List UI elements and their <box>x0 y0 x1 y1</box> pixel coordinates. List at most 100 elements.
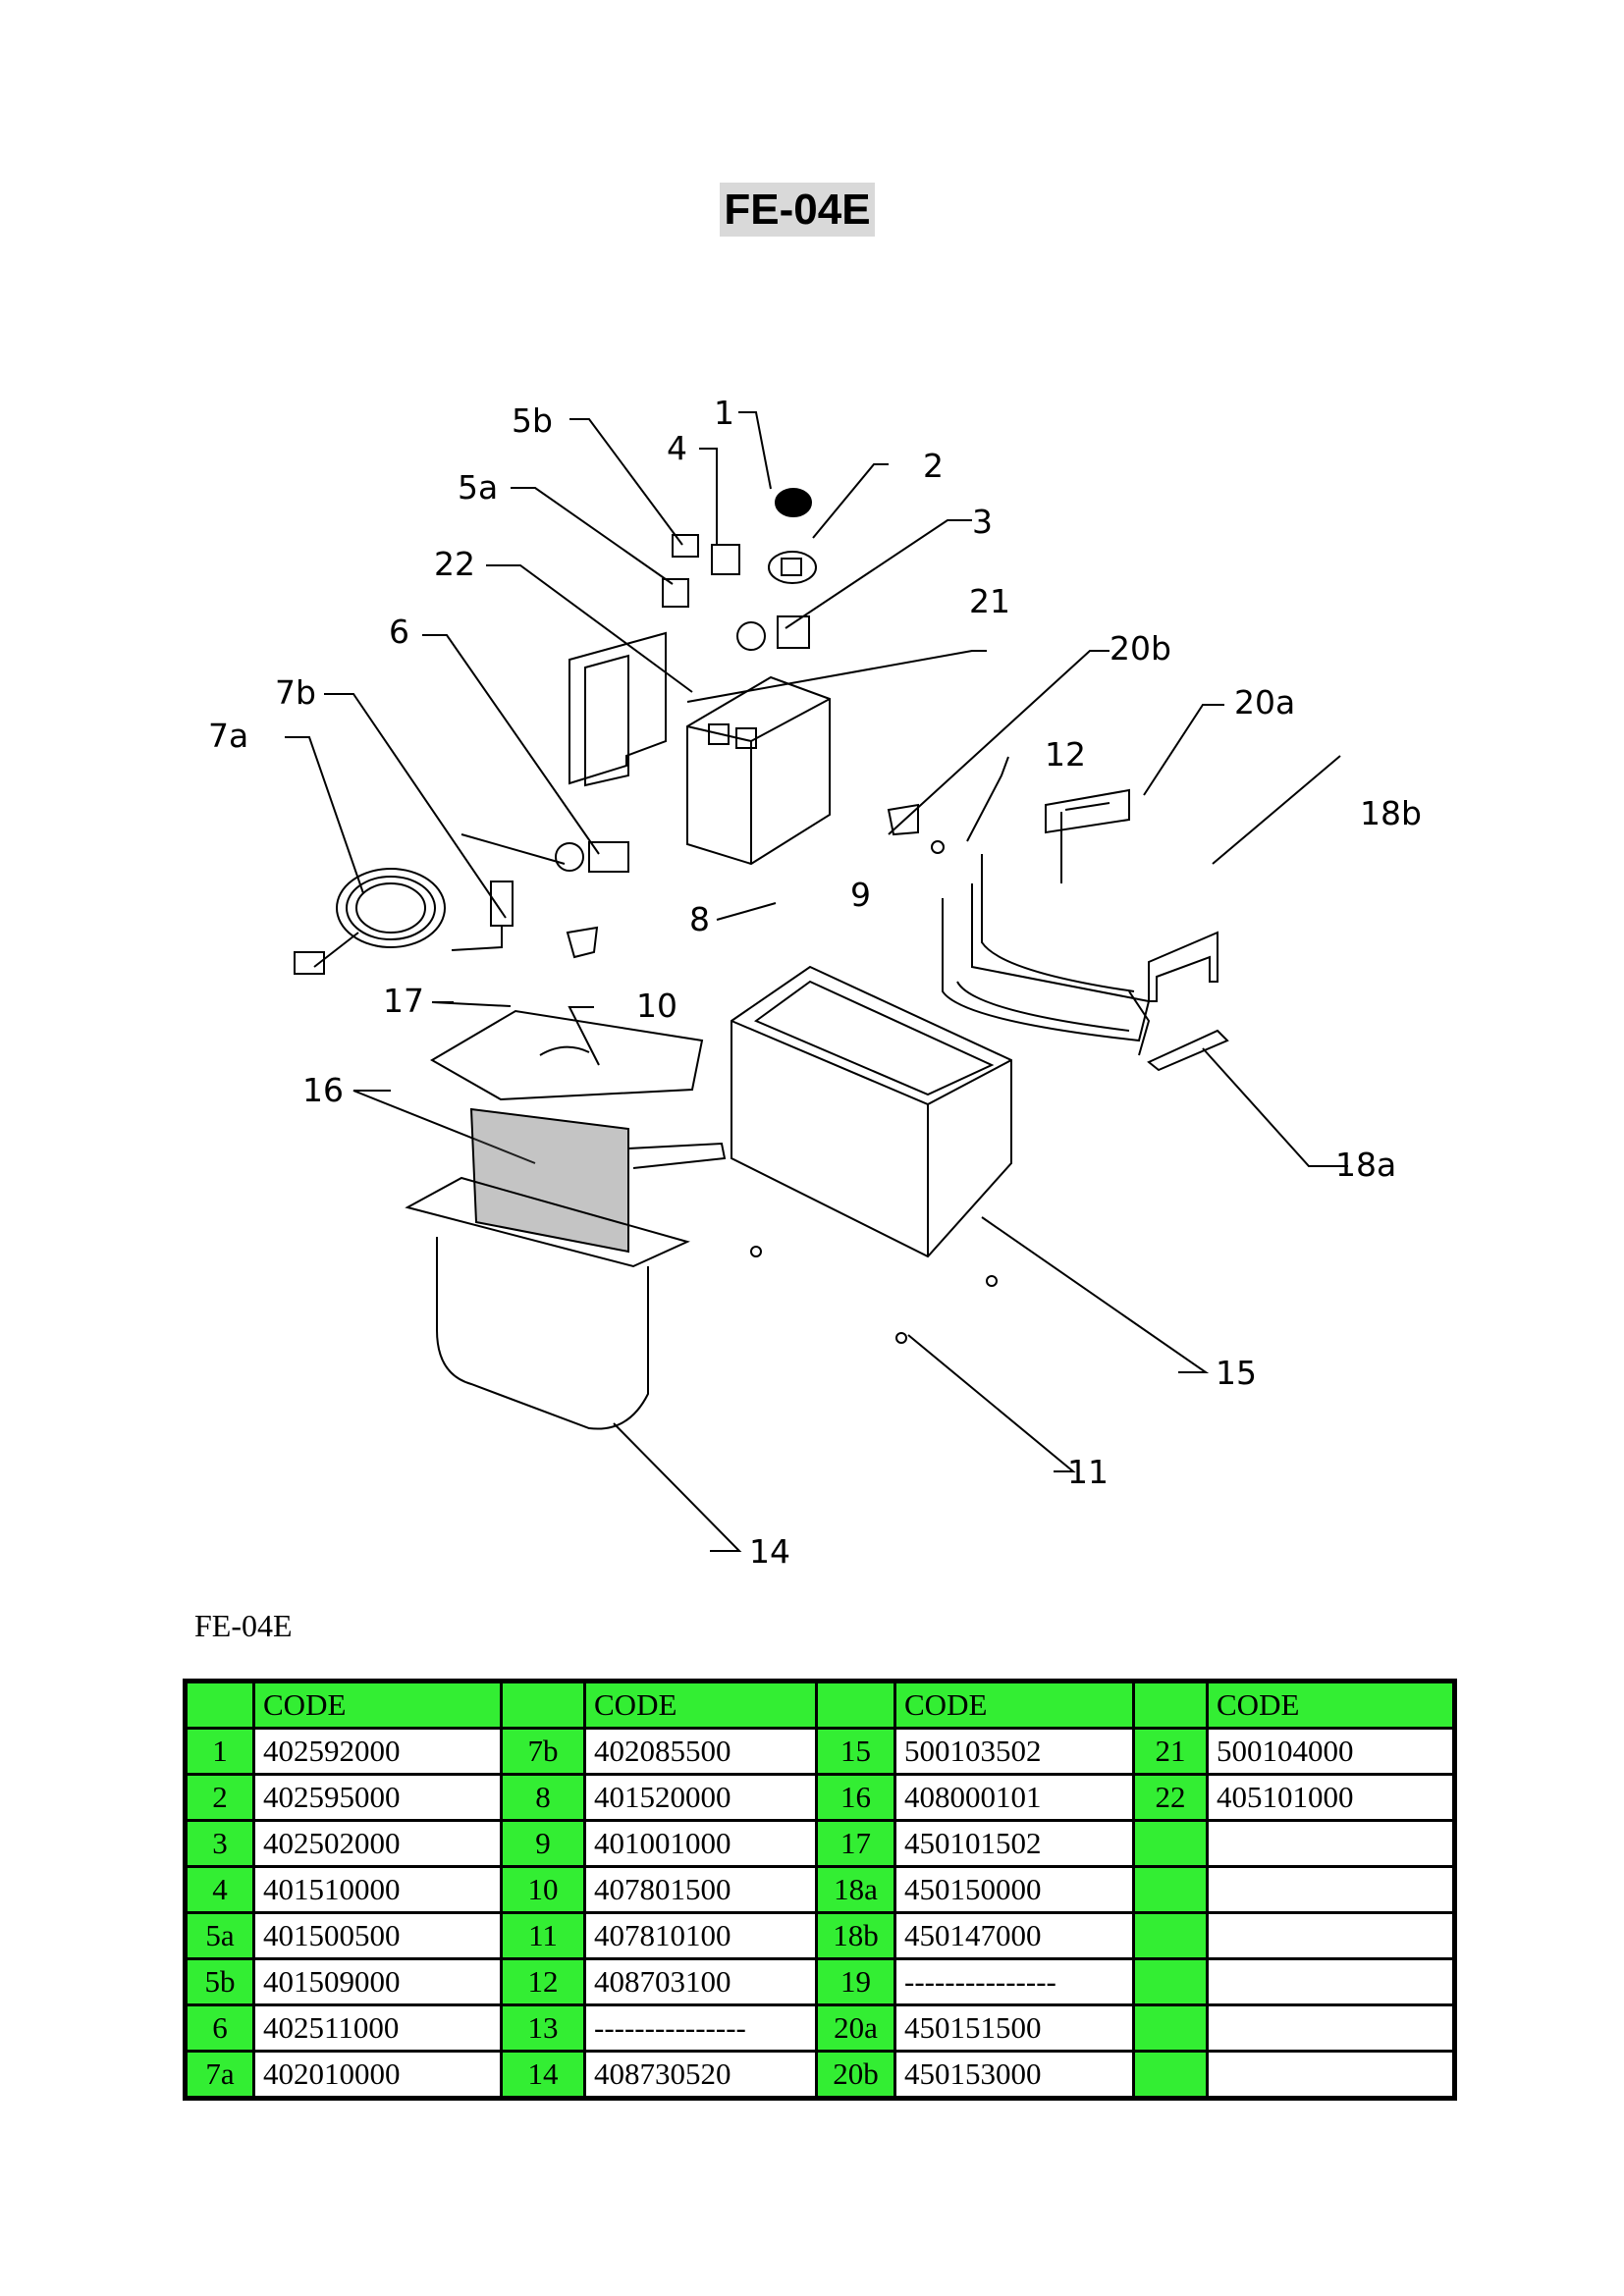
callout-label: 14 <box>749 1532 790 1571</box>
part-code-cell <box>1206 2050 1456 2100</box>
part-number-cell: 3 <box>184 1819 255 1868</box>
part-number-cell <box>1132 1957 1209 2006</box>
part-number-cell: 12 <box>500 1957 586 2006</box>
part-code-cell <box>1206 1819 1456 1868</box>
part-number-cell: 10 <box>500 1865 586 1914</box>
part-code-cell: --------------- <box>893 1957 1135 2006</box>
part-number-cell: 7b <box>500 1727 586 1776</box>
part-code-cell: 500103502 <box>893 1727 1135 1776</box>
callout-label: 9 <box>850 876 871 914</box>
header-num-cell <box>1132 1680 1209 1730</box>
callout-label: 15 <box>1216 1354 1257 1392</box>
page-title: FE-04E <box>720 183 875 237</box>
part-code-cell: 408703100 <box>583 1957 818 2006</box>
callout-label: 5a <box>458 468 498 507</box>
part-code-cell: 408000101 <box>893 1773 1135 1822</box>
part-number-cell: 9 <box>500 1819 586 1868</box>
part-number-cell: 6 <box>184 2003 255 2053</box>
callout-label: 8 <box>689 900 710 938</box>
part-number-cell <box>1132 1865 1209 1914</box>
callout-labels: 1 2 3 4 5a 5b 6 7a 7b 8 9 10 11 12 14 15… <box>208 394 1422 1571</box>
part-code-cell: 500104000 <box>1206 1727 1456 1776</box>
part-code-cell <box>1206 2003 1456 2053</box>
part-code-cell: 401001000 <box>583 1819 818 1868</box>
header-num-cell <box>500 1680 586 1730</box>
part-number-cell: 15 <box>815 1727 896 1776</box>
part-number-cell: 16 <box>815 1773 896 1822</box>
part-code-cell: 405101000 <box>1206 1773 1456 1822</box>
callout-label: 5b <box>512 401 553 440</box>
callout-label: 11 <box>1067 1453 1109 1491</box>
callout-label: 6 <box>389 613 409 651</box>
callout-label: 7b <box>275 673 316 712</box>
part-number-cell: 2 <box>184 1773 255 1822</box>
callout-label: 18a <box>1335 1146 1396 1184</box>
part-code-cell: 401509000 <box>252 1957 503 2006</box>
callout-label: 21 <box>969 582 1010 620</box>
header-code-cell: CODE <box>252 1680 503 1730</box>
part-code-cell: 450150000 <box>893 1865 1135 1914</box>
exploded-parts-diagram: 1 2 3 4 5a 5b 6 7a 7b 8 9 10 11 12 14 15… <box>208 394 1422 1571</box>
callout-label: 1 <box>714 394 734 432</box>
part-code-cell: 407810100 <box>583 1911 818 1960</box>
header-code-cell: CODE <box>1206 1680 1456 1730</box>
part-number-cell: 11 <box>500 1911 586 1960</box>
part-number-cell: 18a <box>815 1865 896 1914</box>
callout-label: 3 <box>972 503 993 541</box>
part-code-cell <box>1206 1957 1456 2006</box>
part-code-cell: --------------- <box>583 2003 818 2053</box>
callout-label: 4 <box>667 429 687 467</box>
header-num-cell <box>815 1680 896 1730</box>
part-number-cell <box>1132 1911 1209 1960</box>
part-number-cell <box>1132 2003 1209 2053</box>
part-code-cell: 402010000 <box>252 2050 503 2100</box>
part-code-cell: 402592000 <box>252 1727 503 1776</box>
header-num-cell <box>184 1680 255 1730</box>
callout-label: 12 <box>1045 735 1086 774</box>
callout-label: 20a <box>1234 683 1295 721</box>
callout-label: 2 <box>923 447 944 485</box>
part-code-cell: 401500500 <box>252 1911 503 1960</box>
header-code-cell: CODE <box>893 1680 1135 1730</box>
part-code-cell: 402502000 <box>252 1819 503 1868</box>
part-number-cell <box>1132 1819 1209 1868</box>
part-number-cell: 18b <box>815 1911 896 1960</box>
callout-label: 18b <box>1360 794 1422 832</box>
part-number-cell: 20b <box>815 2050 896 2100</box>
part-code-cell: 450101502 <box>893 1819 1135 1868</box>
part-number-cell: 17 <box>815 1819 896 1868</box>
part-code-cell: 401510000 <box>252 1865 503 1914</box>
part-code-cell: 407801500 <box>583 1865 818 1914</box>
callout-label: 16 <box>302 1071 344 1109</box>
table-header-row: CODE CODE CODE CODE <box>184 1680 1456 1730</box>
part-code-cell: 402511000 <box>252 2003 503 2053</box>
part-code-cell: 450153000 <box>893 2050 1135 2100</box>
table-title: FE-04E <box>194 1608 293 1643</box>
part-code-cell: 401520000 <box>583 1773 818 1822</box>
part-number-cell: 8 <box>500 1773 586 1822</box>
part-code-cell: 402085500 <box>583 1727 818 1776</box>
part-number-cell: 22 <box>1132 1773 1209 1822</box>
part-number-cell: 21 <box>1132 1727 1209 1776</box>
part-code-cell: 450147000 <box>893 1911 1135 1960</box>
part-number-cell: 19 <box>815 1957 896 2006</box>
part-code-cell: 450151500 <box>893 2003 1135 2053</box>
part-code-cell: 402595000 <box>252 1773 503 1822</box>
part-code-cell: 408730520 <box>583 2050 818 2100</box>
part-number-cell: 14 <box>500 2050 586 2100</box>
part-number-cell: 20a <box>815 2003 896 2053</box>
part-code-cell <box>1206 1865 1456 1914</box>
callout-label: 17 <box>383 982 424 1020</box>
part-number-cell: 13 <box>500 2003 586 2053</box>
callout-label: 10 <box>636 987 677 1025</box>
part-number-cell <box>1132 2050 1209 2100</box>
part-number-cell: 5b <box>184 1957 255 2006</box>
